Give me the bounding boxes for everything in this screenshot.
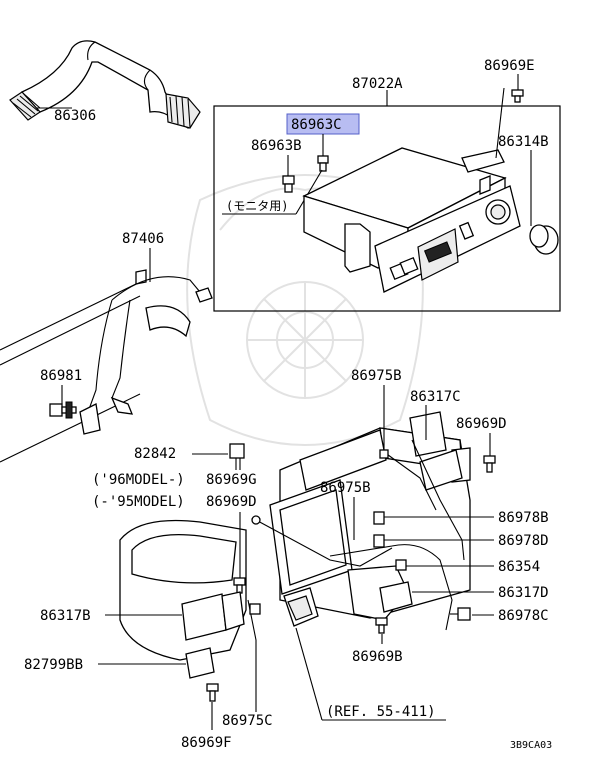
label-ref[interactable]: (REF. 55-411): [326, 704, 436, 720]
label-86969E[interactable]: 86969E: [484, 58, 535, 74]
label-86963B[interactable]: 86963B: [251, 138, 302, 154]
label-86975B-top[interactable]: 86975B: [351, 368, 402, 384]
screw-86963C[interactable]: [317, 155, 329, 172]
diagram-code: 3B9CA03: [510, 740, 552, 751]
actuator-86317B[interactable]: [181, 591, 245, 641]
harness-87406[interactable]: [0, 269, 213, 463]
label-model-95: (-'95MODEL): [92, 494, 185, 510]
actuator-86317C[interactable]: [411, 439, 465, 561]
label-86317B[interactable]: 86317B: [40, 608, 91, 624]
label-86354[interactable]: 86354: [498, 559, 540, 575]
label-82842[interactable]: 82842: [134, 446, 176, 462]
label-82799BB[interactable]: 82799BB: [24, 657, 83, 673]
label-86317D[interactable]: 86317D: [498, 585, 549, 601]
label-86975C[interactable]: 86975C: [222, 713, 273, 729]
screw-86969E[interactable]: [511, 89, 524, 103]
label-model-96: ('96MODEL-): [92, 472, 185, 488]
bolt-86981[interactable]: [49, 401, 77, 419]
screw-86963B[interactable]: [282, 175, 295, 193]
label-86978B[interactable]: 86978B: [498, 510, 549, 526]
label-86317C[interactable]: 86317C: [410, 389, 461, 405]
label-87406[interactable]: 87406: [122, 231, 164, 247]
label-86969G[interactable]: 86969G: [206, 472, 257, 488]
label-86981[interactable]: 86981: [40, 368, 82, 384]
hose-86306[interactable]: [9, 40, 201, 129]
cable-86354[interactable]: [329, 544, 453, 631]
leader-86969E-2: [495, 87, 505, 159]
clip-86978D[interactable]: [373, 534, 385, 548]
label-86314B[interactable]: 86314B: [498, 134, 549, 150]
label-86306[interactable]: 86306: [54, 108, 96, 124]
controller-unit-87022A[interactable]: [302, 147, 521, 293]
actuator-86317D[interactable]: [379, 581, 413, 613]
clip-86978C[interactable]: [450, 607, 471, 621]
label-86969B[interactable]: 86969B: [352, 649, 403, 665]
label-86978C[interactable]: 86978C: [498, 608, 549, 624]
label-86963C[interactable]: 86963C: [291, 117, 342, 133]
label-87022A[interactable]: 87022A: [352, 76, 403, 92]
connector-82799BB[interactable]: [185, 647, 215, 679]
clip-82842[interactable]: [229, 443, 245, 470]
leader-ref: [295, 627, 323, 721]
rod-86975B-mid[interactable]: [251, 515, 393, 567]
label-86975B-mid[interactable]: 86975B: [320, 480, 371, 496]
screw-86969B[interactable]: [375, 617, 388, 634]
motor-ref-55-411[interactable]: [283, 587, 319, 627]
link-86975B-top[interactable]: [379, 449, 437, 511]
label-86969D-b[interactable]: 86969D: [206, 494, 257, 510]
leader-monitor-note: [295, 169, 323, 215]
knob-86314B[interactable]: [529, 224, 559, 255]
clip-86978B[interactable]: [373, 511, 385, 525]
label-86978D[interactable]: 86978D: [498, 533, 549, 549]
label-86969D[interactable]: 86969D: [456, 416, 507, 432]
screw-86969D[interactable]: [483, 455, 496, 473]
screw-86969F[interactable]: [206, 683, 219, 702]
label-monitor-note: (モニタ用): [226, 199, 288, 213]
label-86969F[interactable]: 86969F: [181, 735, 232, 751]
rod-86975C[interactable]: [247, 599, 261, 700]
